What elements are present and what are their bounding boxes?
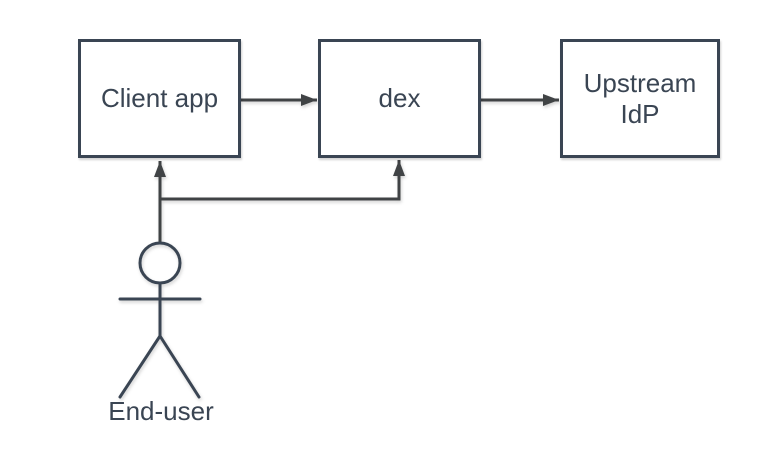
node-dex-label: dex	[378, 83, 421, 114]
end-user-label: End-user	[108, 396, 214, 426]
node-dex: dex	[318, 39, 481, 158]
end-user-actor-icon	[118, 241, 202, 399]
node-client-app-label: Client app	[100, 83, 219, 114]
actor-left-leg	[118, 334, 162, 399]
node-upstream-idp: Upstream IdP	[560, 39, 720, 158]
actor-head	[138, 241, 182, 285]
node-client-app: Client app	[78, 39, 241, 158]
connector-end-user-to-dex-arrow	[160, 160, 405, 201]
actor-right-leg	[158, 334, 201, 399]
node-upstream-idp-label: Upstream IdP	[583, 68, 697, 129]
